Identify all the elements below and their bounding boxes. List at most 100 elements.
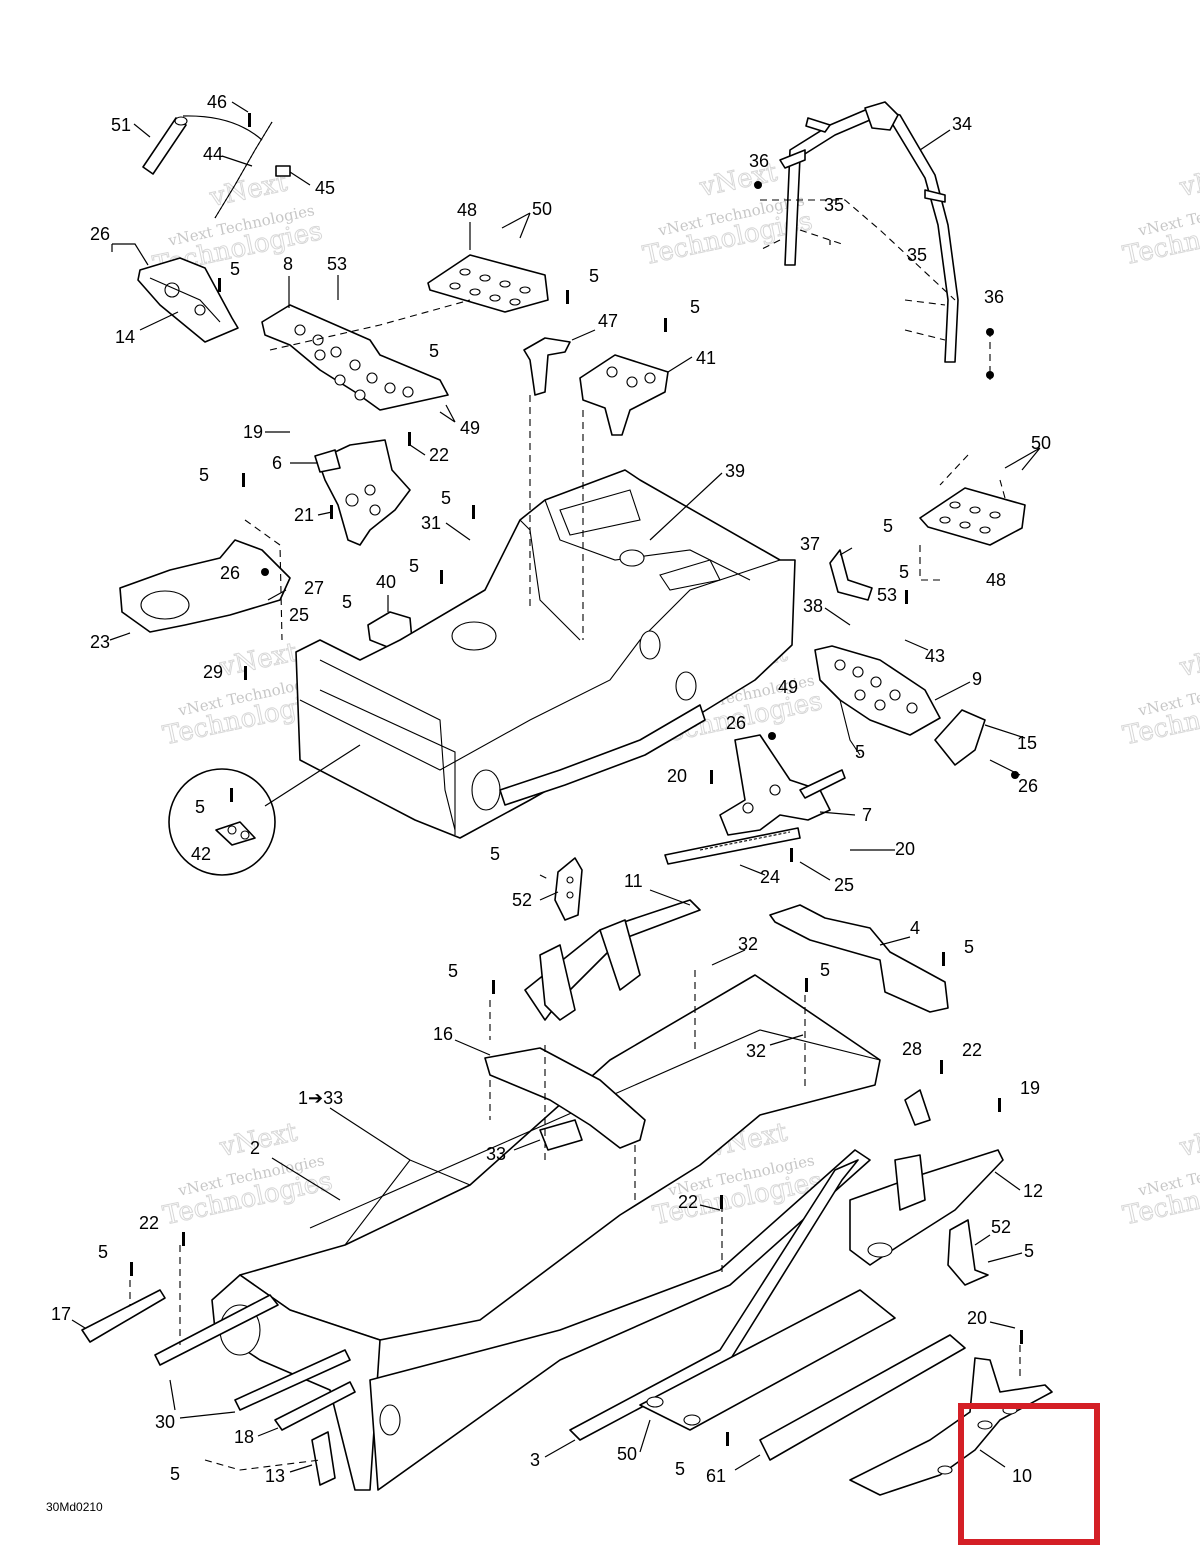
callout-17: 17 xyxy=(51,1304,71,1324)
callout-45: 45 xyxy=(315,178,335,198)
callout-61: 61 xyxy=(706,1466,726,1486)
callout-20: 20 xyxy=(967,1308,987,1328)
callout-5: 5 xyxy=(690,297,700,317)
part-footrest-8[interactable] xyxy=(261,304,449,411)
callout-13: 13 xyxy=(265,1466,285,1486)
part-hoop-34[interactable] xyxy=(779,101,959,363)
part-bracket-16[interactable] xyxy=(484,1047,646,1151)
callout-32: 32 xyxy=(738,934,758,954)
part-footrest-plate-48b[interactable] xyxy=(919,487,1026,546)
callout-37: 37 xyxy=(800,534,820,554)
part-strip-3[interactable] xyxy=(569,1159,859,1441)
part-tunnel-2[interactable] xyxy=(211,974,881,1491)
callout-20: 20 xyxy=(667,766,687,786)
watermark-7: vNext vNext Technologies Technologies xyxy=(160,1117,336,1232)
callout-26: 26 xyxy=(726,713,746,733)
callout-27: 27 xyxy=(304,578,324,598)
part-plate-4[interactable] xyxy=(769,904,949,1013)
callout-labels: 46 51 44 45 26 5 14 8 53 48 50 5 49 5 47… xyxy=(51,92,1051,1486)
callout-28: 28 xyxy=(902,1039,922,1059)
part-strip-24[interactable] xyxy=(664,827,801,865)
callout-43: 43 xyxy=(925,646,945,666)
callout-5: 5 xyxy=(409,556,419,576)
part-skid-plate-23[interactable] xyxy=(119,539,291,633)
part-small-bolt-45[interactable] xyxy=(275,165,291,177)
part-footrest-9[interactable] xyxy=(814,645,941,756)
callout-52: 52 xyxy=(512,890,532,910)
callout-50: 50 xyxy=(617,1444,637,1464)
callout-21: 21 xyxy=(294,505,314,525)
part-handle-grip[interactable] xyxy=(142,116,188,175)
callout-5: 5 xyxy=(589,266,599,286)
callout-49: 49 xyxy=(460,418,480,438)
callout-1-to-33: 1➔33 xyxy=(298,1088,343,1108)
callout-18: 18 xyxy=(234,1427,254,1447)
part-bracket-47[interactable] xyxy=(523,337,571,396)
callout-5: 5 xyxy=(490,844,500,864)
part-steering-support-6[interactable] xyxy=(314,439,411,546)
callout-25: 25 xyxy=(834,875,854,895)
part-rail-10[interactable] xyxy=(849,1357,1053,1496)
part-rail-30[interactable] xyxy=(154,1294,351,1411)
callout-7: 7 xyxy=(862,805,872,825)
callout-47: 47 xyxy=(598,311,618,331)
callout-35: 35 xyxy=(907,245,927,265)
part-bracket-52a[interactable] xyxy=(554,857,583,921)
highlight-box xyxy=(958,1403,1100,1545)
callout-31: 31 xyxy=(421,513,441,533)
callout-52: 52 xyxy=(991,1217,1011,1237)
part-bracket-41[interactable] xyxy=(579,354,669,436)
reference-code: 30Md0210 xyxy=(46,1500,103,1514)
part-bracket-11[interactable] xyxy=(524,899,701,1021)
callout-41: 41 xyxy=(696,348,716,368)
callout-5: 5 xyxy=(429,341,439,361)
callout-26: 26 xyxy=(90,224,110,244)
callout-48: 48 xyxy=(457,200,477,220)
svg-text:vNext: vNext xyxy=(1176,637,1200,683)
part-plate-50[interactable] xyxy=(639,1289,896,1431)
part-steering-support-7[interactable] xyxy=(719,734,846,836)
assembly-lines xyxy=(129,199,1021,1471)
part-cable[interactable] xyxy=(182,115,273,219)
callout-35: 35 xyxy=(824,195,844,215)
part-rail-12[interactable] xyxy=(849,1149,1004,1266)
callout-11: 11 xyxy=(624,871,643,891)
part-bracket-28[interactable] xyxy=(904,1089,931,1126)
callout-15: 15 xyxy=(1017,733,1037,753)
part-inset-circle-42[interactable] xyxy=(168,744,361,876)
callout-48: 48 xyxy=(986,570,1006,590)
part-footrest-plate-48a[interactable] xyxy=(427,254,549,313)
part-bracket-37[interactable] xyxy=(829,549,873,601)
part-bracket-52b[interactable] xyxy=(947,1219,989,1286)
callout-33: 33 xyxy=(486,1144,506,1164)
watermark-9: vNext vNext Technologies Technologies xyxy=(1120,1117,1200,1232)
part-bracket-14[interactable] xyxy=(137,257,239,343)
callout-42: 42 xyxy=(191,844,211,864)
part-rail-17[interactable] xyxy=(81,1289,166,1343)
watermark-6: vNext vNext Technologies Technologies xyxy=(1120,637,1200,752)
callout-23: 23 xyxy=(90,632,110,652)
part-rail-18[interactable] xyxy=(274,1381,356,1431)
part-main-frame[interactable] xyxy=(295,469,796,839)
callout-5: 5 xyxy=(675,1459,685,1479)
callout-32: 32 xyxy=(746,1041,766,1061)
callout-5: 5 xyxy=(448,961,458,981)
part-rail-61[interactable] xyxy=(759,1334,966,1461)
callout-30: 30 xyxy=(155,1412,175,1432)
part-bracket-15[interactable] xyxy=(934,709,986,766)
callout-4: 4 xyxy=(910,918,920,938)
callout-25: 25 xyxy=(289,605,309,625)
callout-46: 46 xyxy=(207,92,227,112)
callout-19: 19 xyxy=(243,422,263,442)
callout-9: 9 xyxy=(972,669,982,689)
callout-3: 3 xyxy=(530,1450,540,1470)
callout-19: 19 xyxy=(1020,1078,1040,1098)
callout-22: 22 xyxy=(678,1192,698,1212)
part-bracket-13[interactable] xyxy=(311,1431,336,1486)
callout-22: 22 xyxy=(962,1040,982,1060)
callout-51: 51 xyxy=(111,115,131,135)
callout-5: 5 xyxy=(820,960,830,980)
callout-16: 16 xyxy=(433,1024,453,1044)
callout-5: 5 xyxy=(1024,1241,1034,1261)
